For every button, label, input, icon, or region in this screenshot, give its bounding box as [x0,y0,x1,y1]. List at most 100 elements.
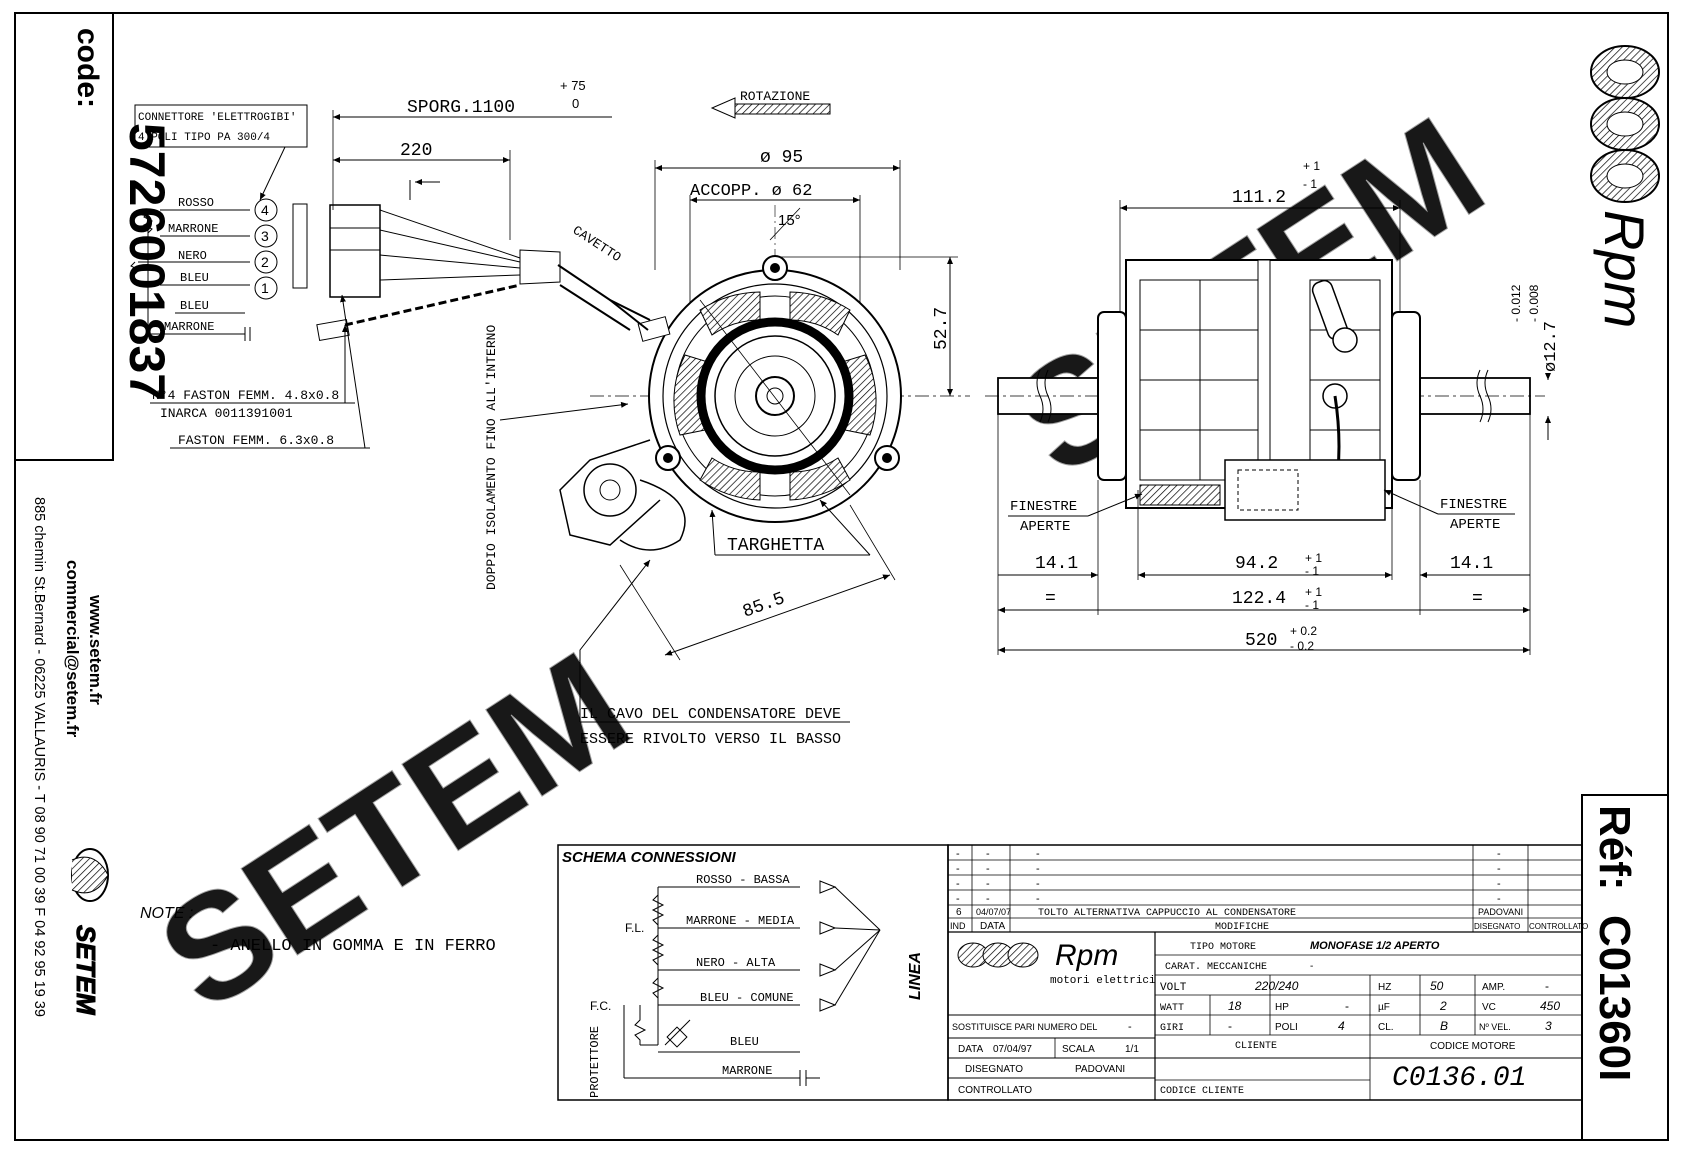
doppio-isolamento: DOPPIO ISOLAMENTO FINO ALL'INTERNO [484,325,499,590]
dim-122-4-tol-plus: + 1 [1305,585,1322,599]
rotazione-label: ROTAZIONE [740,89,810,104]
finestre-right-2: APERTE [1450,517,1500,533]
dim-122-4: 122.4 [1232,589,1286,609]
vc-label: VC [1482,1002,1496,1013]
dim-eq-right: = [1472,589,1483,609]
schema-protettore: PROTETTORE [588,1026,602,1098]
dim-85-5: 85.5 [740,589,787,623]
mod-header-ind: IND [950,921,966,931]
codice-cliente-label: CODICE CLIENTE [1160,1086,1244,1097]
watermark-lower: SETEM [130,619,656,1042]
hp-label: HP [1275,1002,1289,1013]
svg-text:SETEM: SETEM [131,620,656,1042]
mod-row-2-dis: - [1497,863,1501,875]
codice-motore-value: C0136.01 [1392,1063,1526,1094]
setem-logo: SETEM [71,848,109,1016]
dim-dia95: ø 95 [760,148,803,168]
wire-label-marrone: MARRONE [168,222,218,236]
mod-row-5-mod: TOLTO ALTERNATIVA CAPPUCCIO AL CONDENSAT… [1038,908,1296,919]
tipo-motore-label: TIPO MOTORE [1190,942,1256,953]
controllato-label: CONTROLLATO [958,1085,1032,1096]
watt-label: WATT [1160,1003,1184,1014]
schema-row-nero: NERO - ALTA [696,956,776,970]
sostituisce-label: SOSTITUISCE PARI NUMERO DEL [952,1022,1097,1032]
dim-sporg: SPORG.1100 [407,98,515,118]
dim-accopp: ACCOPP. ø 62 [690,182,812,201]
schema-title: SCHEMA CONNESSIONI [562,849,736,866]
mod-row-1-ind: - [956,848,960,860]
wire-label-rosso: ROSSO [178,196,214,210]
mod-row-4-data: - [986,893,990,905]
ref-label: Réf: [1590,805,1639,891]
dim-sporg-tol-zero: 0 [572,96,579,111]
address-text: 885 chemin St.Bernard - 06225 VALLAURIS … [31,497,47,1017]
note-text: - ANELLO IN GOMMA E IN FERRO [210,937,496,956]
mod-row-2-data: - [986,863,990,875]
mod-row-5-dis: PADOVANI [1478,907,1523,917]
scala-label: SCALA [1062,1044,1095,1055]
code-label: code: [71,28,104,108]
mod-header-disegnato: DISEGNATO [1474,922,1520,931]
dim-14-1-left: 14.1 [1035,554,1078,574]
dim-eq-left: = [1045,589,1056,609]
dim-sporg-tol-plus: + 75 [560,78,586,93]
faston-1: N°4 FASTON FEMM. 4.8x0.8 [152,388,339,403]
mod-row-1-data: - [986,848,990,860]
dim-14-1-right: 14.1 [1450,554,1493,574]
schema-row-bleu2: BLEU [730,1035,759,1049]
schema-row-rosso: ROSSO - BASSA [696,873,790,887]
connector-title-1: CONNETTORE 'ELETTROGIBI' [138,112,296,124]
title-block: - - - - - - - - - - - - - - - - 6 04/07/… [947,844,1588,1101]
rpm-logo-small [957,942,1039,968]
dim-52-7: 52.7 [932,307,952,350]
connector-diagram: CONNETTORE 'ELETTROGIBI' 4 POLI TIPO PA … [130,104,651,449]
brand-text: Rpm [1593,210,1656,328]
uf-value: 2 [1439,999,1447,1013]
cavetto-label: CAVETTO [570,223,624,265]
finestre-left-2: APERTE [1020,519,1070,535]
angle-label: 15° [778,212,801,229]
dim-111-2-tol-minus: - 1 [1303,177,1317,191]
hp-value: - [1345,999,1349,1013]
mod-row-3-dis: - [1497,878,1501,890]
code-box [14,12,114,461]
email-text: commercial@setem.fr [63,560,82,738]
dim-520-tol-plus: + 0.2 [1290,624,1317,638]
dim-122-4-tol-minus: - 1 [1305,598,1319,612]
schema-row-marrone2: MARRONE [722,1064,772,1078]
watt-value: 18 [1228,999,1242,1013]
mod-row-3-ind: - [956,878,960,890]
finestre-left-1: FINESTRE [1010,499,1077,515]
dim-94-2-tol-minus: - 1 [1305,564,1319,578]
faston-2: FASTON FEMM. 6.3x0.8 [178,433,334,448]
schema-linea: LINEA [907,952,924,1000]
pin-2: 2 [261,254,269,270]
dim-111-2: 111.2 [1232,188,1286,208]
ref-value: C01360I [1590,915,1639,1081]
data-value: 07/04/97 [993,1044,1032,1055]
pin-4: 4 [261,202,269,218]
volt-value: 220/240 [1254,979,1299,993]
mod-row-3-data: - [986,878,990,890]
shaft-tol-1: - 0.012 [1509,284,1523,322]
dim-94-2-tol-plus: + 1 [1305,551,1322,565]
cl-value: B [1440,1019,1448,1033]
dim-520: 520 [1245,631,1277,651]
carat-value: - [1310,961,1313,972]
mod-row-2-ind: - [956,863,960,875]
wire-label-nero: NERO [178,249,207,263]
wire-label-bleu-2: BLEU [180,299,209,313]
connector-title-2: 4 POLI TIPO PA 300/4 [138,132,270,144]
amp-value: - [1545,979,1549,993]
pin-3: 3 [261,228,269,244]
sostituisce-value: - [1128,1021,1132,1033]
mod-row-4-ind: - [956,893,960,905]
mod-header-data: DATA [980,921,1006,932]
pin-1: 1 [261,280,269,296]
dim-94-2: 94.2 [1235,554,1278,574]
codice-motore-label: CODICE MOTORE [1430,1041,1516,1052]
amp-label: AMP. [1482,982,1505,993]
schema-fl: F.L. [625,921,644,935]
company-name: Rpm [1055,939,1118,972]
